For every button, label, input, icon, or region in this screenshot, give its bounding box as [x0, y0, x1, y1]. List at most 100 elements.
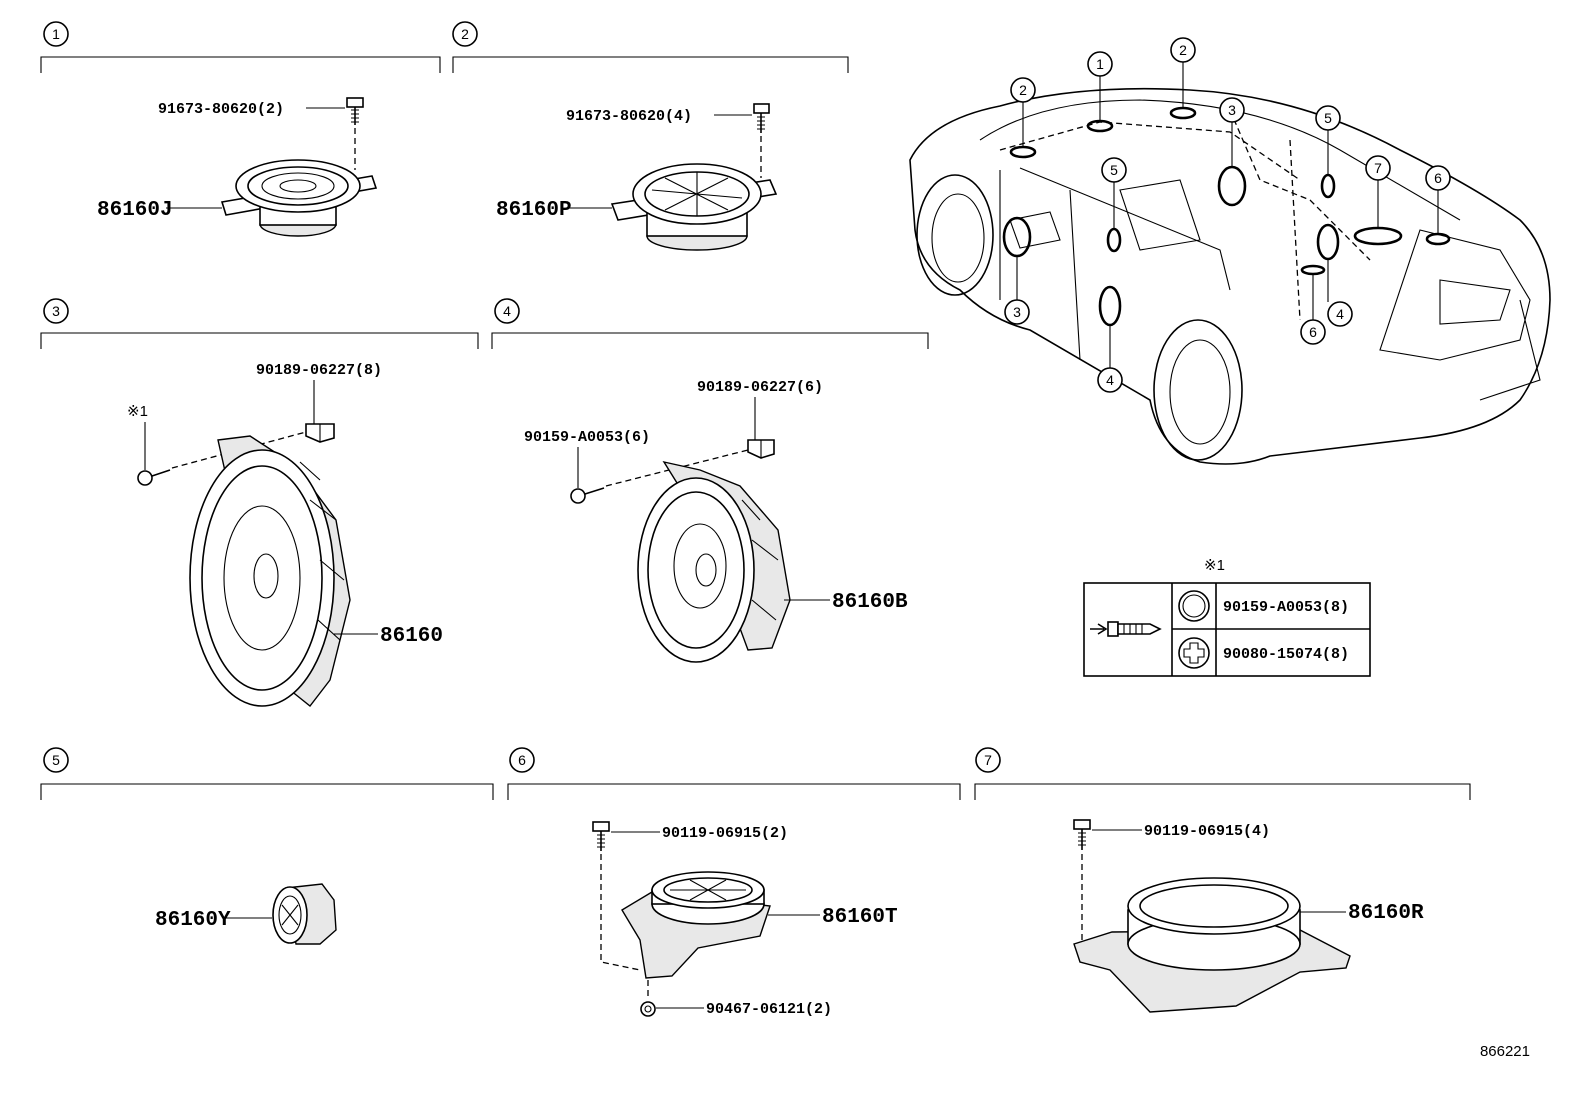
section-7-fastener-label[interactable]: 90119-06915(4) [1144, 823, 1270, 840]
rear-wheel [1153, 319, 1243, 461]
section-6-fastener2-label[interactable]: 90467-06121(2) [706, 1001, 832, 1018]
car-roof-dash [999, 121, 1301, 181]
location-ring-2a [1009, 145, 1037, 159]
section-7-number: 7 [984, 752, 992, 768]
section-4-number-circle [494, 298, 520, 324]
svg-text:6: 6 [1434, 170, 1442, 186]
section-7: 7 90119-06915(4) 86160R [974, 747, 1471, 1013]
legend-row-1-part[interactable]: 90159-A0053(8) [1223, 599, 1349, 616]
section-1-fastener-label[interactable]: 91673-80620(2) [158, 101, 284, 118]
section-6: 6 90119-06915(2) 86160T 90467-06121(2) [507, 747, 961, 1018]
svg-text:2: 2 [1179, 42, 1187, 58]
section-2-number-circle [452, 21, 478, 47]
bolt-icon [570, 487, 605, 504]
rear-emblem-area [1439, 279, 1511, 325]
vehicle-callout: 5 [1315, 105, 1341, 131]
section-6-part-label[interactable]: 86160T [822, 906, 898, 929]
car-roof-line [979, 99, 1461, 221]
diagram-id: 866221 [1480, 1043, 1530, 1060]
speaker-86160p-illustration [610, 163, 778, 251]
rear-wheel-rim [1169, 339, 1231, 445]
door-lines [999, 167, 1231, 361]
location-ring-3b [1002, 216, 1032, 258]
svg-text:5: 5 [1110, 162, 1118, 178]
section-6-fastener-label[interactable]: 90119-06915(2) [662, 825, 788, 842]
vehicle-callout: 2 [1010, 77, 1036, 103]
section-2-fastener-label[interactable]: 91673-80620(4) [566, 108, 692, 125]
section-5-part-label[interactable]: 86160Y [155, 909, 231, 932]
section-1-number: 1 [52, 26, 60, 42]
section-4-bracket [491, 332, 929, 349]
vehicle-callout: 6 [1425, 165, 1451, 191]
screw-icon [753, 103, 770, 133]
vehicle-callout: 4 [1327, 301, 1353, 327]
clip-nut-icon [747, 439, 775, 459]
section-4-number: 4 [503, 303, 511, 319]
vehicle-callout: 3 [1219, 97, 1245, 123]
section-4: 4 90189-06227(6) 90159-A0053(6) 86160B [491, 298, 929, 663]
section-5-number: 5 [52, 752, 60, 768]
vehicle-callout: 7 [1365, 155, 1391, 181]
section-2-number: 2 [461, 26, 469, 42]
section-3-bracket [40, 332, 479, 349]
location-ring-7 [1353, 226, 1403, 246]
section-1-number-circle [43, 21, 69, 47]
svg-text:3: 3 [1013, 304, 1021, 320]
section-7-part-label[interactable]: 86160R [1348, 902, 1424, 925]
section-6-install-line [600, 854, 641, 971]
section-4-fastener2-label[interactable]: 90159-A0053(6) [524, 429, 650, 446]
svg-text:2: 2 [1019, 82, 1027, 98]
location-ring-3a [1217, 165, 1247, 207]
location-ring-5a [1320, 173, 1336, 199]
legend-bolt-icon [1090, 621, 1162, 637]
screw-icon [592, 821, 610, 851]
section-3-part-label[interactable]: 86160 [380, 625, 443, 648]
section-4-fastener-label[interactable]: 90189-06227(6) [697, 379, 823, 396]
speaker-86160-illustration [189, 435, 351, 707]
front-wheel-rim [931, 193, 985, 283]
location-ring-5b [1106, 227, 1122, 253]
svg-text:7: 7 [1374, 160, 1382, 176]
section-6-bracket [507, 783, 961, 800]
trunk-outline [1379, 229, 1531, 361]
location-ring-2b [1169, 106, 1197, 120]
location-ring-1 [1086, 119, 1114, 133]
nut-icon [640, 1001, 656, 1017]
front-wheel [916, 174, 994, 296]
vehicle-overview: 2 1 2 3 5 5 7 6 3 4 6 4 [909, 37, 1551, 465]
svg-text:4: 4 [1106, 372, 1114, 388]
screw-icon [346, 97, 364, 125]
seat [1119, 179, 1201, 251]
hex-head-icon [1178, 590, 1210, 622]
section-2-part-label[interactable]: 86160P [496, 199, 572, 222]
section-3-number-circle [43, 298, 69, 324]
speaker-86160r-illustration [1073, 877, 1351, 1013]
vehicle-callout: 4 [1097, 367, 1123, 393]
clip-nut-icon [305, 423, 335, 443]
svg-text:3: 3 [1228, 102, 1236, 118]
svg-text:6: 6 [1309, 324, 1317, 340]
svg-text:5: 5 [1324, 110, 1332, 126]
vehicle-callout: 5 [1101, 157, 1127, 183]
seat [1009, 211, 1061, 249]
svg-text:4: 4 [1336, 306, 1344, 322]
section-4-part-label[interactable]: 86160B [832, 591, 908, 614]
location-ring-6b [1300, 264, 1326, 276]
section-7-number-circle [975, 747, 1001, 773]
speaker-86160t-illustration [621, 871, 771, 979]
location-ring-6a [1425, 232, 1451, 246]
section-3-install-line [171, 431, 307, 469]
vehicle-callout: 2 [1170, 37, 1196, 63]
bolt-icon [137, 469, 171, 486]
callout-leaders [1016, 62, 1439, 368]
interior-dash-lines [1229, 109, 1371, 321]
section-3-fastener-label[interactable]: 90189-06227(8) [256, 362, 382, 379]
legend-title: ※1 [1204, 557, 1225, 574]
legend-row-2-part[interactable]: 90080-15074(8) [1223, 646, 1349, 663]
section-3: 3 90189-06227(8) ※1 86160 [40, 298, 479, 707]
vehicle-callout: 1 [1087, 51, 1113, 77]
section-5-bracket [40, 783, 494, 800]
section-1-part-label[interactable]: 86160J [97, 199, 173, 222]
section-3-note-label: ※1 [127, 403, 148, 420]
